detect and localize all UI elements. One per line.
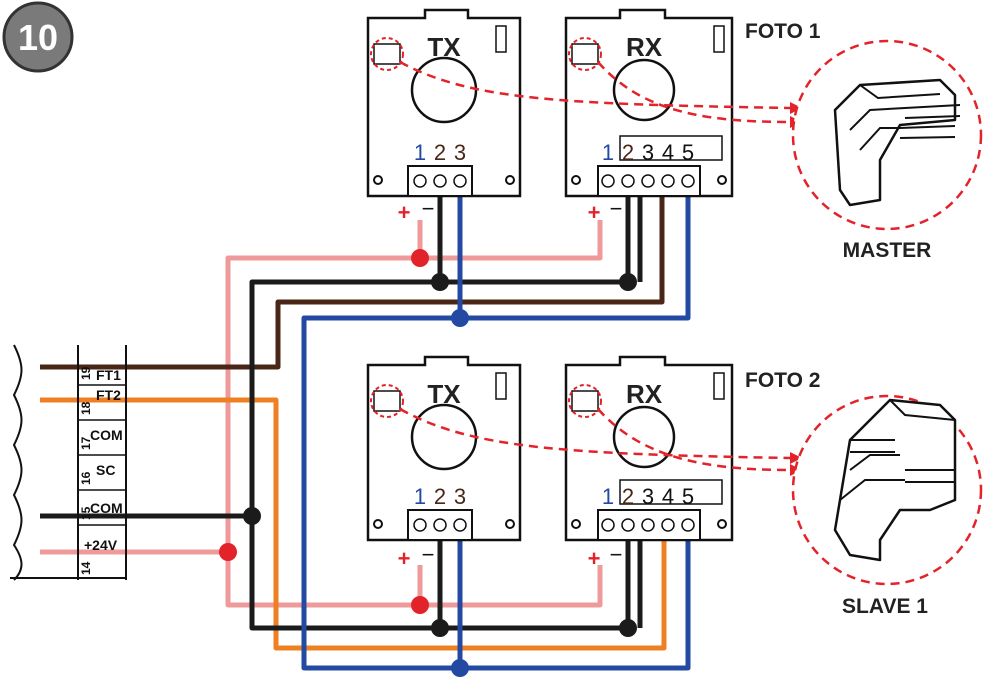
- plus-sign: +: [588, 200, 601, 225]
- jumper-callout-master: MASTER: [791, 39, 983, 262]
- callout-arrows: [399, 60, 791, 472]
- terminal-label: 5: [682, 140, 694, 165]
- wires: [40, 196, 691, 677]
- terminal-number: 16: [79, 471, 93, 485]
- terminal-number: 14: [79, 561, 93, 575]
- step-badge: 10: [2, 1, 74, 73]
- plus-sign: +: [398, 546, 411, 571]
- terminal-number: 15: [79, 506, 93, 520]
- terminal-label: 2: [622, 484, 634, 509]
- terminal-number: 18: [79, 401, 93, 415]
- minus-sign: −: [610, 196, 623, 221]
- tx-label: TX: [427, 379, 461, 409]
- terminal-label: 3: [642, 140, 654, 165]
- terminal-label: 3: [454, 484, 466, 509]
- plus-sign: +: [588, 546, 601, 571]
- wire-ft2: [40, 397, 667, 651]
- terminal-name: SC: [96, 462, 115, 478]
- wire-com: [40, 196, 643, 631]
- tx-label: TX: [427, 32, 461, 62]
- rx-label: RX: [626, 32, 663, 62]
- tx-board-1: TX 1 2 3 + −: [366, 8, 522, 225]
- terminal-label: 3: [454, 140, 466, 165]
- terminal-name: COM: [90, 427, 123, 443]
- terminal-label: 4: [662, 484, 674, 509]
- wire-ft1: [40, 196, 665, 370]
- foto-label: FOTO 1: [745, 20, 821, 43]
- terminal-label: 2: [434, 484, 446, 509]
- rx-label: RX: [626, 379, 663, 409]
- terminal-block: 19 FT1 18 FT2 17 COM 16 SC 15 COM 14 +24…: [10, 344, 127, 581]
- terminal-label: 5: [682, 484, 694, 509]
- terminal-number: 17: [79, 436, 93, 450]
- terminal-name: FT2: [96, 387, 121, 403]
- minus-sign: −: [422, 542, 435, 567]
- rx-board-1: RX 1 2 3 4 5 + −: [564, 8, 734, 225]
- terminal-label: 1: [414, 484, 426, 509]
- terminal-label: 4: [662, 140, 674, 165]
- tx-board-2: TX 1 2 3 + −: [366, 355, 522, 571]
- terminal-label: 2: [434, 140, 446, 165]
- terminal-name: +24V: [84, 537, 118, 553]
- terminal-label: 1: [414, 140, 426, 165]
- minus-sign: −: [610, 542, 623, 567]
- terminal-name: FT1: [96, 367, 121, 383]
- minus-sign: −: [422, 196, 435, 221]
- foto-label: FOTO 2: [745, 369, 820, 392]
- terminal-label: 3: [642, 484, 654, 509]
- terminal-label: 2: [622, 140, 634, 165]
- terminal-name: COM: [90, 500, 123, 516]
- step-number: 10: [18, 17, 58, 58]
- terminal-label: 1: [602, 484, 614, 509]
- jumper-callout-slave: SLAVE 1: [791, 394, 983, 618]
- rx-board-2: RX 1 2 3 4 5 + −: [564, 355, 734, 571]
- terminal-label: 1: [602, 140, 614, 165]
- plus-sign: +: [398, 200, 411, 225]
- jumper-label: SLAVE 1: [842, 595, 928, 618]
- jumper-label: MASTER: [843, 239, 932, 262]
- terminal-number: 19: [79, 366, 93, 380]
